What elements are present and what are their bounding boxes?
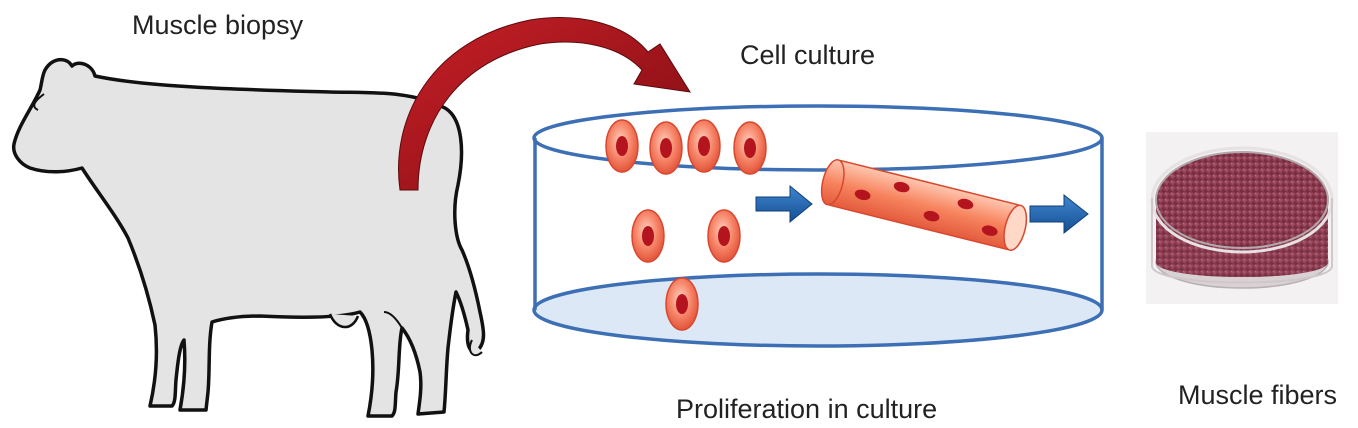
cell <box>631 209 665 263</box>
cell <box>605 119 639 173</box>
curved-arrow-icon <box>398 17 691 191</box>
cell-group <box>605 119 767 331</box>
label-cell-culture: Cell culture <box>740 40 876 70</box>
right-arrow-icon <box>755 184 813 224</box>
cell <box>665 277 699 331</box>
label-proliferation: Proliferation in culture <box>676 394 938 424</box>
cell <box>649 121 683 175</box>
label-muscle-biopsy: Muscle biopsy <box>132 10 304 40</box>
cow-icon <box>11 57 486 418</box>
muscle-fibers-image <box>1146 132 1338 304</box>
cell <box>707 209 741 263</box>
muscle-fiber-tube <box>820 159 1028 251</box>
right-arrow-icon <box>1029 193 1089 235</box>
cell <box>733 121 767 175</box>
cell <box>687 119 721 173</box>
label-muscle-fibers: Muscle fibers <box>1178 380 1338 410</box>
